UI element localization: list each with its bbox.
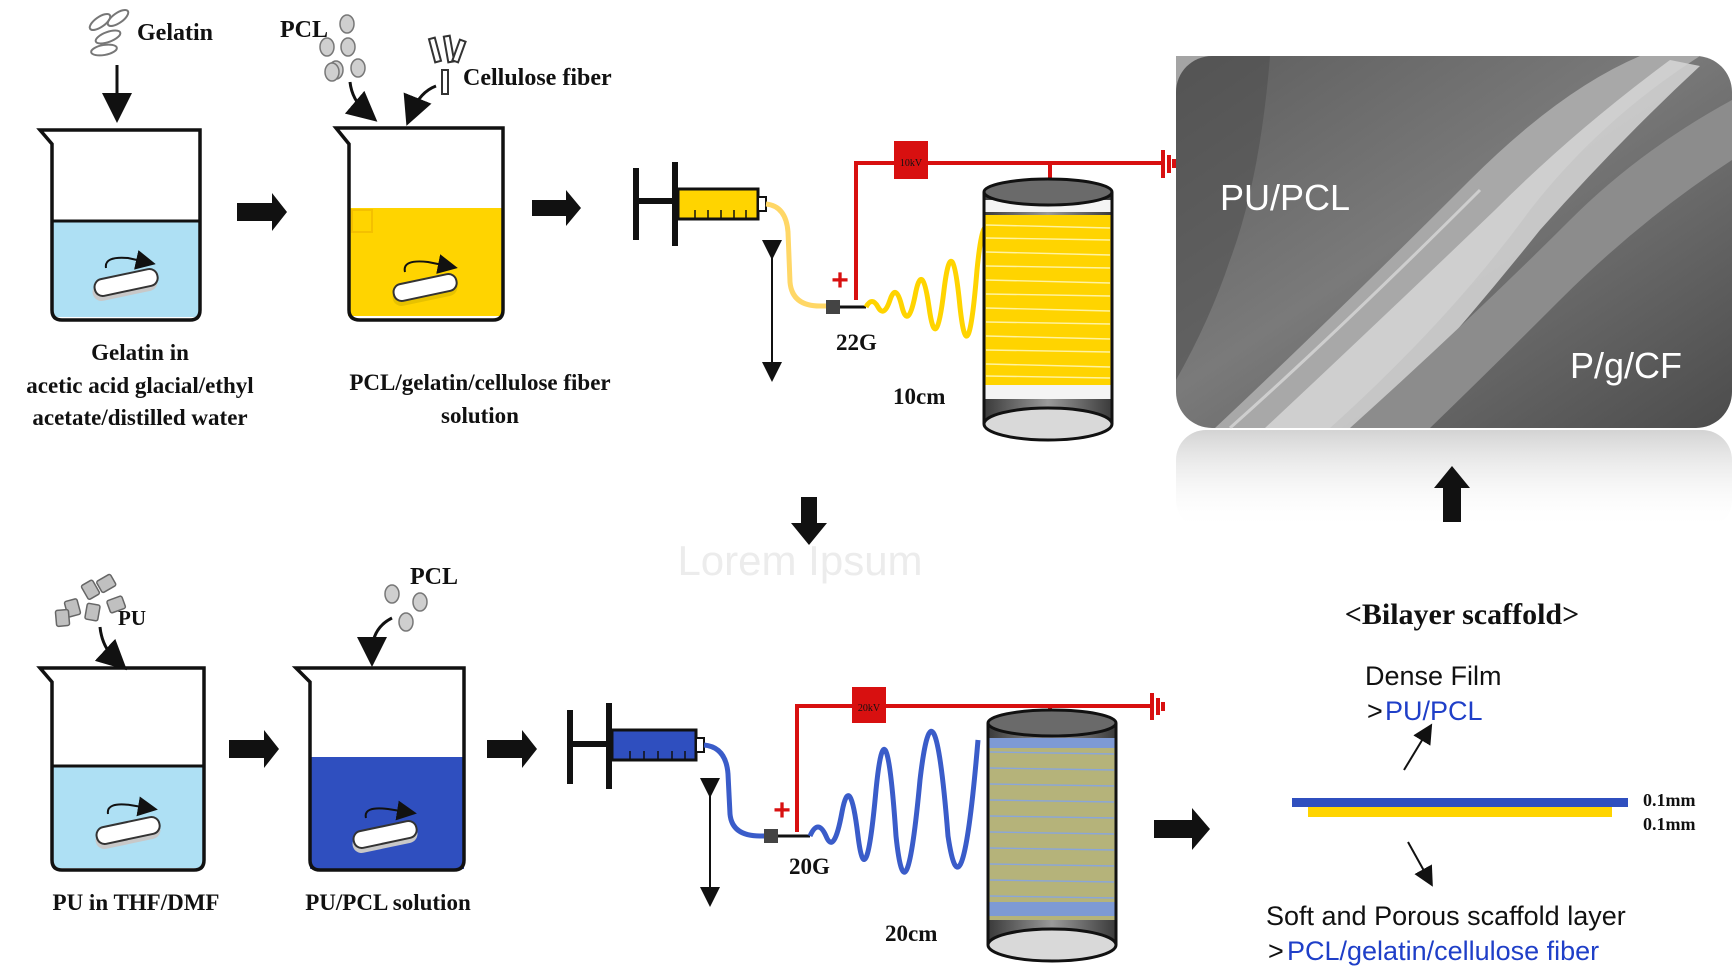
beaker-gelatin-solution <box>36 128 202 322</box>
plus-sign-bottom: + <box>773 794 791 827</box>
needle-top <box>826 300 866 314</box>
hv-power-supply-bottom <box>852 687 886 723</box>
arrow-right-1 <box>237 193 287 231</box>
beaker-pcl-gelatin-cellulose-solution <box>332 126 505 322</box>
scaffold-title: <Bilayer scaffold> <box>1345 598 1579 631</box>
tube-bottom <box>703 742 775 839</box>
porous-layer-prefix: > <box>1268 936 1284 966</box>
dense-film-material: PU/PCL <box>1385 696 1483 726</box>
fiber-jet-top <box>863 225 999 339</box>
dense-film-prefix: > <box>1367 696 1383 726</box>
distance-bottom: 20cm <box>885 921 937 946</box>
gelatin-flakes-icon <box>88 8 130 57</box>
voltage-top: 10kV <box>900 158 923 169</box>
arrow-right-3 <box>229 730 279 768</box>
pcl-arrow-bottom <box>357 616 393 667</box>
arrow-right-2 <box>532 190 581 226</box>
arrow-down-center <box>791 497 827 545</box>
beaker1-caption-line1: Gelatin in <box>91 340 189 365</box>
distance-top: 10cm <box>893 384 945 409</box>
beaker1-caption-line2: acetic acid glacial/ethyl <box>26 373 253 398</box>
beaker1-caption-line3: acetate/distilled water <box>32 405 247 430</box>
arrow-right-4 <box>487 730 537 768</box>
syringe-bottom <box>567 703 705 789</box>
needle-gauge-top: 22G <box>836 330 877 355</box>
drum-collector-top <box>982 177 1114 442</box>
pcl-label-top: PCL <box>280 17 328 43</box>
ground-icon-bottom <box>1150 693 1165 720</box>
porous-layer-pointer <box>1407 841 1433 887</box>
sem-image <box>1176 56 1732 430</box>
thickness-top: 0.1mm <box>1643 790 1696 810</box>
porous-layer <box>1308 807 1612 817</box>
tube-top <box>765 201 836 309</box>
pu-beaker-caption: PU in THF/DMF <box>53 890 220 915</box>
thickness-bottom: 0.1mm <box>1643 814 1696 834</box>
pcl-pellets-bottom-icon <box>384 584 428 632</box>
dense-film-title: Dense Film <box>1365 661 1502 691</box>
needle-gauge-bottom: 20G <box>789 854 830 879</box>
voltage-bottom: 20kV <box>858 703 881 714</box>
sem-label-pu-pcl: PU/PCL <box>1220 177 1350 218</box>
pu-label: PU <box>118 606 146 630</box>
cellulose-fiber-label: Cellulose fiber <box>463 65 612 91</box>
pu-arrow <box>94 626 127 671</box>
porous-layer-material: PCL/gelatin/cellulose fiber <box>1287 936 1599 966</box>
dense-film-layer <box>1292 798 1628 807</box>
dense-film-pointer <box>1403 723 1433 771</box>
porous-layer-title: Soft and Porous scaffold layer <box>1266 901 1626 931</box>
pcl-label-bottom: PCL <box>410 564 458 590</box>
gelatin-label: Gelatin <box>137 20 213 46</box>
fiber-jet-bottom <box>807 728 981 875</box>
drum-collector-bottom <box>986 708 1118 963</box>
pu-pellets-icon <box>54 573 127 628</box>
sem-label-pgcf: P/g/CF <box>1570 345 1682 386</box>
plus-sign-top: + <box>831 264 849 297</box>
beaker2-caption-line1: PCL/gelatin/cellulose fiber <box>349 370 610 395</box>
watermark: Lorem Ipsum <box>677 537 922 584</box>
cellulose-fiber-icon <box>427 34 467 95</box>
beaker-pu-pcl-solution <box>291 666 466 872</box>
pu-pcl-beaker-caption: PU/PCL solution <box>305 890 471 915</box>
syringe-top <box>633 162 767 246</box>
beaker-pu-solution <box>36 666 206 872</box>
pcl-pellets-icon <box>319 14 366 82</box>
needle-bottom <box>764 829 810 843</box>
beaker2-caption-line2: solution <box>441 403 519 428</box>
cellulose-arrow <box>403 84 437 126</box>
hv-power-supply-top <box>894 141 928 179</box>
arrow-up-to-sem <box>1434 466 1470 522</box>
hv-circuit-top <box>854 161 1163 300</box>
pcl-arrow-top <box>344 81 378 122</box>
ground-icon-top <box>1161 150 1176 178</box>
arrow-right-to-scaffold <box>1154 808 1210 850</box>
